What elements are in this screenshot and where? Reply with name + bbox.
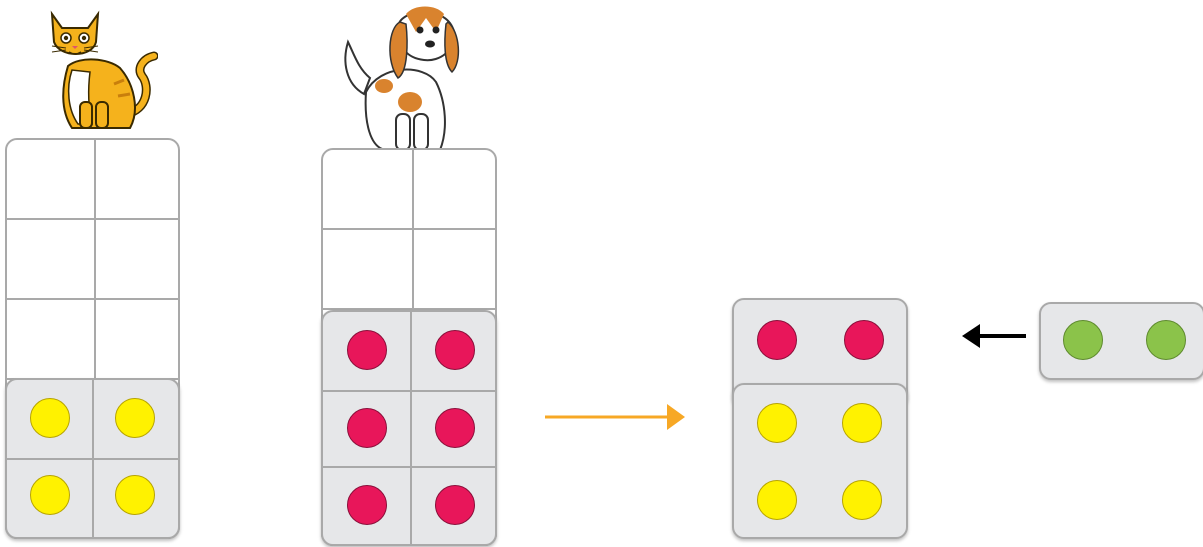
yellow-counter [757, 480, 797, 520]
yellow-counter-tray [5, 378, 180, 539]
yellow-counter [757, 403, 797, 443]
tray-divider [410, 312, 412, 544]
tray-divider [7, 458, 178, 460]
ten-frame-divider [94, 140, 96, 537]
red-counter [435, 485, 475, 525]
arrow-left-icon [962, 324, 1026, 348]
yellow-counter [30, 398, 70, 438]
arrow-right-icon [545, 404, 685, 430]
yellow-counter [115, 398, 155, 438]
red-counter [347, 330, 387, 370]
cat-icon [50, 10, 158, 129]
ten-frame-divider [323, 228, 495, 230]
result-yellow-tray [732, 383, 908, 539]
red-counter [757, 320, 797, 360]
ten-frame-divider [7, 218, 178, 220]
yellow-counter [842, 403, 882, 443]
red-counter [844, 320, 884, 360]
dog-icon [344, 6, 460, 151]
green-counter [1063, 320, 1103, 360]
tray-divider [323, 390, 495, 392]
green-counter [1146, 320, 1186, 360]
red-counter [347, 408, 387, 448]
yellow-counter [30, 475, 70, 515]
yellow-counter [115, 475, 155, 515]
red-counter [435, 330, 475, 370]
tray-divider [323, 466, 495, 468]
yellow-counter [842, 480, 882, 520]
red-counter [435, 408, 475, 448]
ten-frame-divider [7, 298, 178, 300]
ten-frame-divider [323, 308, 495, 310]
red-counter [347, 485, 387, 525]
